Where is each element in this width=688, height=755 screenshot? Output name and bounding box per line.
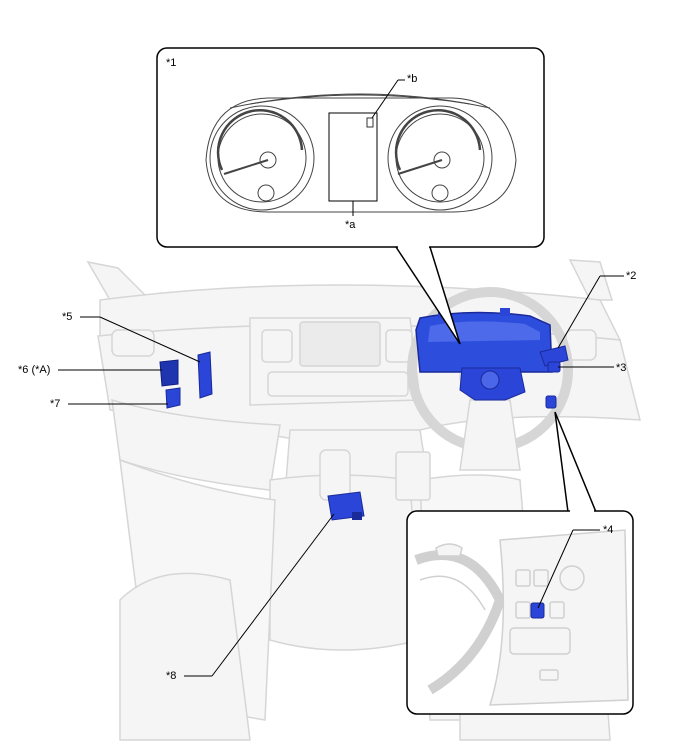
cluster-outline [205,97,517,213]
left-gauge-outer [209,105,315,211]
right-gauge-outer [387,105,493,211]
closeup-bottom-panel [509,627,571,655]
label-3: *3 [616,362,626,374]
closeup-lower-switch-right [549,601,565,619]
leader-5 [99,316,201,363]
closeup-switch-left [515,569,531,587]
callout-4-pointer [554,411,597,513]
switch-panel-closeup [414,529,629,706]
leader-b [371,79,399,119]
left-gauge-needle [223,159,269,175]
callout-meter-detail: *1 *b *a [156,47,545,345]
component-5 [197,351,213,399]
steering-column-ring [480,370,500,390]
label-1: *1 [166,57,176,69]
steering-column [459,399,521,471]
closeup-steering-rim-inner [419,575,486,611]
combination-meter-highlight [428,321,540,342]
label-b: *b [407,73,417,85]
left-gauge-hub [259,151,277,169]
left-gauge-scale [216,108,304,171]
component-8-connector [352,512,362,520]
label-8: *8 [166,670,176,682]
center-vent-left [261,329,293,363]
label-7: *7 [50,398,60,410]
left-seat [119,572,251,741]
closeup-ignition-button [559,565,585,591]
component-7 [165,387,181,409]
combination-meter [415,311,553,373]
label-4: *4 [603,524,613,536]
callout-1-pointer [395,246,461,345]
right-gauge-knob [431,184,449,202]
callout-switch-detail: *4 [406,411,634,715]
closeup-component-4 [530,602,545,619]
label-5: *5 [62,311,72,323]
component-4-main [545,395,557,409]
closeup-switch-right [533,569,549,587]
leader-8 [211,513,335,677]
right-gauge-scale [394,108,482,171]
left-gauge-knob [257,184,275,202]
shifter [319,449,351,501]
main-leaders [58,275,624,677]
component-6 [159,359,179,387]
leader-2 [557,275,601,349]
glove-box [111,398,281,491]
closeup-left-button [435,543,463,557]
indicator-b [366,117,374,128]
cluster-top-hood-inner [249,94,471,105]
instrument-cluster [205,93,517,213]
right-a-pillar [568,259,614,301]
closeup-hood-release [539,669,559,681]
climate-panel [267,371,409,397]
callout-1-frame [156,47,545,248]
infotainment-screen [299,321,381,367]
meter-clip-right [500,308,510,316]
label-6: *6 (*A) [18,364,50,376]
closeup-lower-switch-left [515,601,531,619]
label-a: *a [345,219,356,231]
right-gauge-needle [397,159,443,175]
left-a-pillar [86,260,152,301]
console-grid [395,451,431,501]
right-gauge-hub [433,151,451,169]
components [159,308,569,521]
label-2: *2 [626,270,636,282]
leader-4 [537,529,574,609]
component-2 [539,345,569,367]
left-vent [111,329,155,357]
